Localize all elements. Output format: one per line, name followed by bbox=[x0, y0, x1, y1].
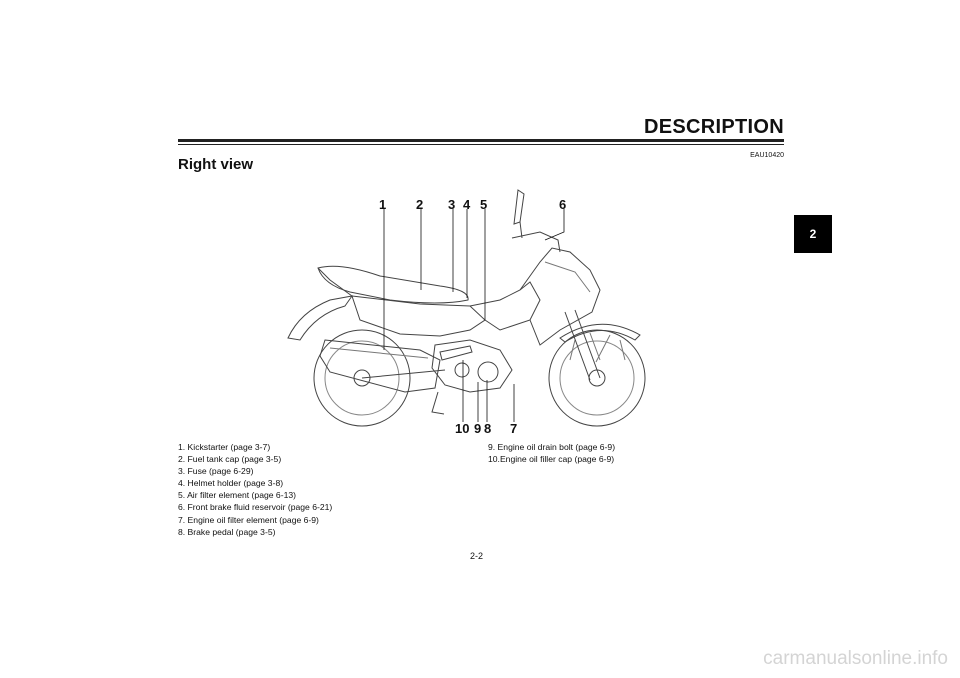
callout-2: 2 bbox=[416, 197, 423, 212]
page-header-title: DESCRIPTION bbox=[644, 116, 784, 138]
callout-5: 5 bbox=[480, 197, 487, 212]
legend-item: 9. Engine oil drain bolt (page 6-9) bbox=[488, 442, 616, 452]
callout-3: 3 bbox=[448, 197, 455, 212]
legend-item: 4. Helmet holder (page 3-8) bbox=[178, 478, 284, 489]
legend-item: 10.Engine oil filler cap (page 6-9) bbox=[488, 454, 615, 465]
document-code: EAU10420 bbox=[750, 152, 784, 159]
legend-item: 3. Fuse (page 6-29) bbox=[178, 466, 254, 477]
legend-item: 1. Kickstarter (page 3-7) bbox=[178, 442, 271, 452]
callout-1: 1 bbox=[379, 197, 386, 212]
legend-item: 6. Front brake fluid reservoir (page 6-2… bbox=[178, 502, 333, 513]
callout-7: 7 bbox=[510, 421, 517, 436]
legend-item: 8. Brake pedal (page 3-5) bbox=[178, 526, 276, 537]
legend-item: 2. Fuel tank cap (page 3-5) bbox=[178, 454, 282, 465]
callout-8: 8 bbox=[484, 421, 491, 436]
legend-right-column: 9. Engine oil drain bolt (page 6-9) 10.E… bbox=[488, 441, 615, 465]
callout-6: 6 bbox=[559, 197, 566, 212]
legend-item: 5. Air filter element (page 6-13) bbox=[178, 490, 296, 501]
callout-4: 4 bbox=[463, 197, 471, 212]
chapter-tab: 2 bbox=[794, 215, 832, 253]
page-number: 2-2 bbox=[470, 551, 484, 561]
motorcycle-right-view-illustration: 1 2 3 4 5 6 10 9 8 7 bbox=[287, 189, 646, 436]
watermark: carmanualsonline.info bbox=[763, 648, 948, 669]
header-rule-thick bbox=[178, 139, 784, 142]
legend-left-column: 1. Kickstarter (page 3-7) 2. Fuel tank c… bbox=[178, 441, 332, 538]
legend-item: 7. Engine oil filter element (page 6-9) bbox=[178, 514, 319, 525]
section-title: Right view bbox=[178, 156, 254, 173]
callout-9: 9 bbox=[474, 421, 481, 436]
header-rule-thin bbox=[178, 144, 784, 145]
callout-10: 10 bbox=[455, 421, 469, 436]
